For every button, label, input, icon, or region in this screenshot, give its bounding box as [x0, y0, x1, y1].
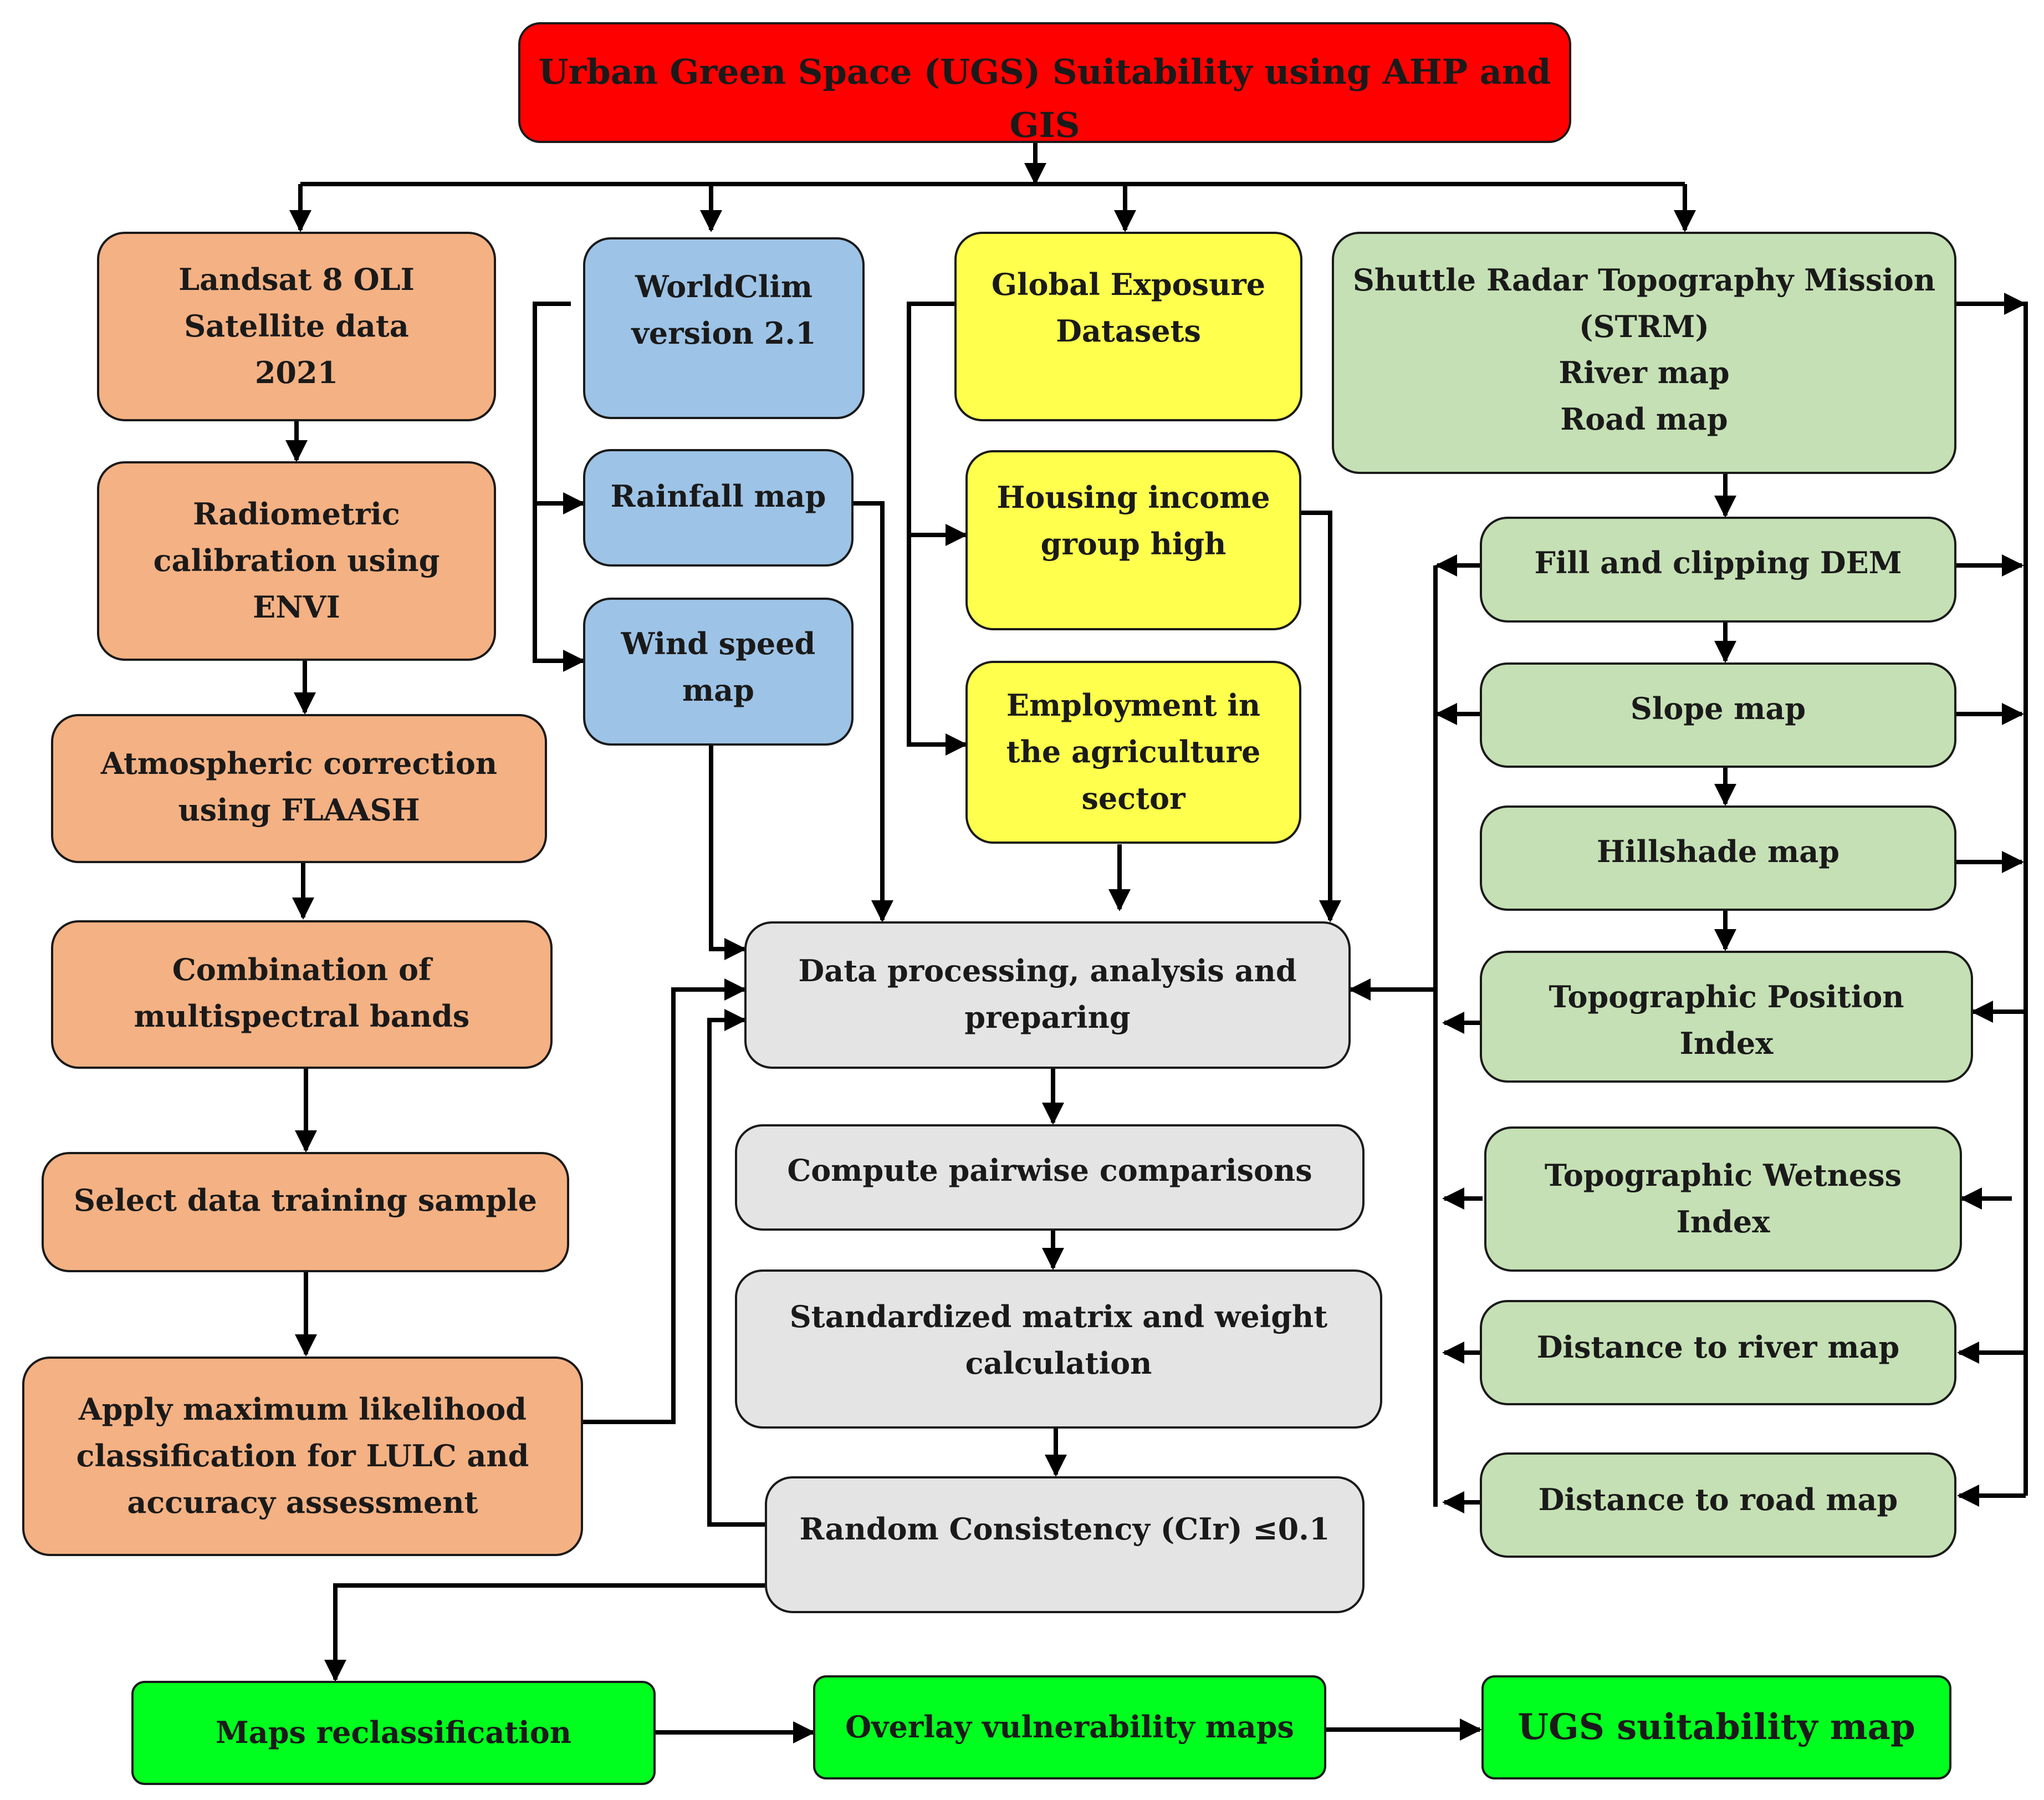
- rainfall-to-process: [854, 501, 893, 922]
- combination-label: Combination of multispectral bands: [134, 952, 470, 1034]
- reclassification-box: Maps reclassification: [131, 1681, 656, 1785]
- landsat-to-process: [583, 978, 747, 1424]
- worldclim-label: WorldClim version 2.1: [631, 269, 816, 351]
- worldclim-branch: [533, 302, 583, 663]
- housing-to-process: [1301, 511, 1341, 922]
- tpi-box: Topographic Position Index: [1480, 951, 1973, 1083]
- classification-box: Apply maximum likelihood classification …: [22, 1357, 583, 1556]
- combination-box: Combination of multispectral bands: [51, 920, 553, 1069]
- overlay-label: Overlay vulnerability maps: [845, 1709, 1294, 1745]
- global-exposure-label: Global Exposure Datasets: [991, 267, 1266, 349]
- road-distance-box: Distance to road map: [1480, 1452, 1956, 1558]
- weight-matrix-box: Standardized matrix and weight calculati…: [735, 1269, 1382, 1429]
- hillshade-label: Hillshade map: [1596, 834, 1839, 869]
- exposure-branch: [907, 302, 965, 747]
- atmospheric-label: Atmospheric correction using FLAASH: [100, 746, 498, 828]
- data-processing-label: Data processing, analysis and preparing: [798, 953, 1297, 1035]
- data-processing-box: Data processing, analysis and preparing: [744, 921, 1351, 1069]
- tpi-label: Topographic Position Index: [1549, 979, 1904, 1061]
- fill-dem-label: Fill and clipping DEM: [1534, 545, 1902, 580]
- srtm-label: Shuttle Radar Topography Mission (STRM) …: [1352, 262, 1936, 437]
- consistency-to-reclass: [324, 1583, 765, 1682]
- training-sample-label: Select data training sample: [74, 1182, 537, 1218]
- river-distance-box: Distance to river map: [1480, 1300, 1956, 1405]
- rainfall-label: Rainfall map: [610, 478, 826, 514]
- training-sample-box: Select data training sample: [42, 1152, 569, 1272]
- title-box: Urban Green Space (UGS) Suitability usin…: [518, 22, 1571, 145]
- fill-dem-box: Fill and clipping DEM: [1480, 517, 1956, 623]
- title-text: Urban Green Space (UGS) Suitability usin…: [538, 52, 1551, 146]
- employment-label: Employment in the agriculture sector: [1006, 687, 1261, 816]
- river-distance-label: Distance to river map: [1536, 1329, 1900, 1365]
- weight-matrix-label: Standardized matrix and weight calculati…: [789, 1299, 1328, 1381]
- pairwise-box: Compute pairwise comparisons: [735, 1124, 1365, 1231]
- suitability-map-label: UGS suitability map: [1517, 1706, 1915, 1748]
- radiometric-box: Radiometric calibration using ENVI: [97, 461, 496, 661]
- reclassification-label: Maps reclassification: [215, 1715, 572, 1751]
- global-exposure-box: Global Exposure Datasets: [954, 232, 1302, 421]
- srtm-box: Shuttle Radar Topography Mission (STRM) …: [1332, 232, 1956, 474]
- right-bus: [1956, 302, 2028, 1496]
- consistency-feedback: [707, 1009, 765, 1527]
- twi-box: Topographic Wetness Index: [1484, 1126, 1962, 1272]
- overlay-box: Overlay vulnerability maps: [813, 1675, 1326, 1779]
- slope-label: Slope map: [1630, 691, 1806, 726]
- slope-box: Slope map: [1480, 662, 1956, 768]
- worldclim-box: WorldClim version 2.1: [583, 237, 865, 419]
- hillshade-box: Hillshade map: [1480, 805, 1956, 911]
- classification-label: Apply maximum likelihood classification …: [76, 1391, 529, 1520]
- consistency-label: Random Consistency (CIr) ≤0.1: [799, 1511, 1330, 1547]
- consistency-box: Random Consistency (CIr) ≤0.1: [765, 1476, 1365, 1613]
- radiometric-label: Radiometric calibration using ENVI: [153, 496, 440, 625]
- twi-label: Topographic Wetness Index: [1544, 1157, 1902, 1240]
- housing-income-box: Housing income group high: [965, 450, 1301, 630]
- employment-box: Employment in the agriculture sector: [965, 661, 1301, 844]
- landsat-source-label: Landsat 8 OLI Satellite data 2021: [178, 262, 415, 390]
- wind-to-process: [709, 746, 747, 960]
- atmospheric-box: Atmospheric correction using FLAASH: [51, 714, 547, 863]
- housing-income-label: Housing income group high: [997, 480, 1270, 562]
- wind-speed-label: Wind speed map: [621, 626, 816, 708]
- rainfall-box: Rainfall map: [583, 449, 854, 567]
- landsat-source-box: Landsat 8 OLI Satellite data 2021: [97, 232, 496, 421]
- wind-speed-box: Wind speed map: [583, 598, 854, 746]
- pairwise-label: Compute pairwise comparisons: [787, 1153, 1312, 1188]
- road-distance-label: Distance to road map: [1538, 1482, 1898, 1517]
- suitability-map-box: UGS suitability map: [1481, 1675, 1951, 1779]
